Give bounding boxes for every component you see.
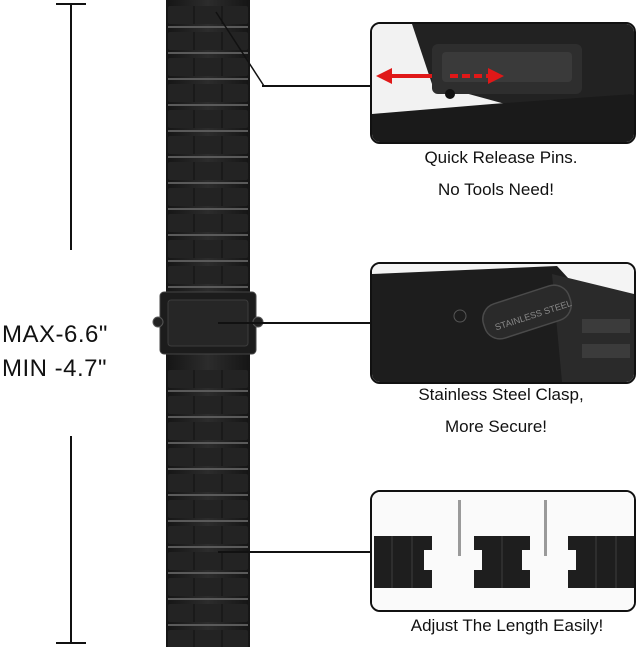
min-length-label: MIN -4.7" xyxy=(2,355,108,382)
dimension-bottom-cap xyxy=(56,642,86,644)
band-link xyxy=(168,240,248,258)
callout-pointer-1 xyxy=(262,85,370,87)
callout-1-line-2: No Tools Need! xyxy=(438,180,554,199)
band-link xyxy=(168,396,248,414)
callout-2-line-2: More Secure! xyxy=(444,417,548,436)
callout-3-line-1: Adjust The Length Easily! xyxy=(410,616,604,635)
band-link xyxy=(168,578,248,596)
dimension-line-top xyxy=(70,3,72,250)
band-link xyxy=(168,214,248,232)
band-link xyxy=(168,630,248,647)
dimension-line-bottom xyxy=(70,436,72,643)
quick-release-pins-photo xyxy=(370,22,636,144)
band-link xyxy=(168,188,248,206)
band-link xyxy=(168,448,248,466)
band-link xyxy=(168,58,248,76)
callout-pointer-2 xyxy=(218,322,370,324)
band-link xyxy=(168,604,248,622)
callout-1-line-1: Quick Release Pins. xyxy=(424,148,578,167)
callout-pointer-1-diag xyxy=(214,10,266,88)
callout-pointer-3 xyxy=(218,551,370,553)
band-link xyxy=(168,422,248,440)
band-link xyxy=(168,162,248,180)
callout-2-line-1: Stainless Steel Clasp, xyxy=(418,385,584,404)
band-link xyxy=(168,32,248,50)
band-link xyxy=(168,110,248,128)
band-link xyxy=(168,84,248,102)
max-length-label: MAX-6.6" xyxy=(2,321,108,348)
band-link xyxy=(168,136,248,154)
band-link xyxy=(168,552,248,570)
band-link xyxy=(168,266,248,284)
band-link xyxy=(168,500,248,518)
stainless-steel-clasp-photo: STAINLESS STEEL xyxy=(370,262,636,384)
band-link xyxy=(168,6,248,24)
band-link xyxy=(168,370,248,388)
adjust-length-photo xyxy=(370,490,636,612)
band-link xyxy=(168,474,248,492)
watch-band-image xyxy=(150,0,270,647)
band-link xyxy=(168,526,248,544)
